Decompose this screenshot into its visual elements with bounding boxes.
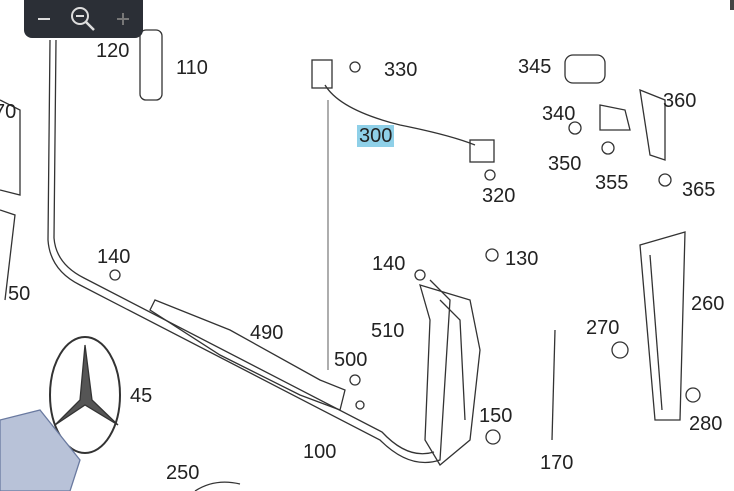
part-label-340[interactable]: 340	[542, 103, 576, 125]
part-label-355[interactable]: 355	[595, 172, 629, 194]
part-label-280[interactable]: 280	[689, 413, 723, 435]
zoom-toolbar	[24, 0, 143, 38]
frame-part-100	[47, 39, 451, 464]
part-label-45[interactable]: 45	[130, 385, 153, 407]
part-label-270[interactable]: 270	[586, 317, 620, 339]
minus-icon	[37, 18, 50, 20]
part-label-250[interactable]: 250	[166, 462, 200, 484]
corner-edge	[730, 0, 734, 10]
part-label-360[interactable]: 360	[663, 90, 697, 112]
part-label-345[interactable]: 345	[518, 56, 552, 78]
part-label-260[interactable]: 260	[691, 293, 725, 315]
part-label-170[interactable]: 170	[540, 452, 574, 474]
part-label-130[interactable]: 130	[505, 248, 539, 270]
part-label-100[interactable]: 100	[303, 441, 337, 463]
magnifier-minus-icon	[71, 7, 96, 31]
part-label-320[interactable]: 320	[482, 185, 516, 207]
zoom-in-button[interactable]	[107, 3, 139, 35]
part-label-510[interactable]: 510	[371, 320, 405, 342]
part-label-365[interactable]: 365	[682, 179, 716, 201]
part-label-300-highlighted[interactable]: 300	[357, 125, 395, 147]
part-label-140-right[interactable]: 140	[372, 253, 406, 275]
plus-icon	[117, 13, 130, 25]
part-label-110[interactable]: 110	[176, 57, 208, 79]
part-label-120[interactable]: 120	[96, 40, 130, 62]
zoom-reset-button[interactable]	[67, 3, 99, 35]
part-label-140-left[interactable]: 140	[97, 246, 131, 268]
part-label-70[interactable]: 70	[0, 101, 17, 123]
part-label-490[interactable]: 490	[250, 322, 284, 344]
part-label-50[interactable]: 50	[8, 283, 31, 305]
part-label-500[interactable]: 500	[334, 349, 368, 371]
zoom-out-button[interactable]	[28, 3, 60, 35]
part-label-330[interactable]: 330	[384, 59, 418, 81]
part-label-350[interactable]: 350	[548, 153, 582, 175]
part-label-150[interactable]: 150	[479, 405, 513, 427]
